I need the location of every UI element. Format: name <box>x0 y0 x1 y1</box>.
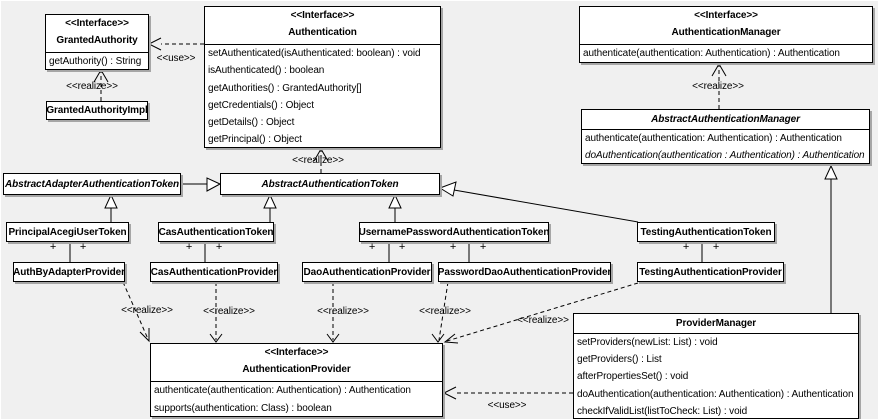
method-label: isAuthenticated() : boolean <box>208 65 325 77</box>
method-label: getAuthority() : String <box>49 56 142 67</box>
class-password-dao-authentication-provider[interactable]: PasswordDaoAuthenticationProvider <box>438 262 611 282</box>
method-label: checkIfValidList(listToCheck: List) : vo… <box>577 405 748 417</box>
class-dao-authentication-provider[interactable]: DaoAuthenticationProvider <box>302 262 432 282</box>
association-plus-marker: + <box>479 241 487 253</box>
class-name: GrantedAuthority <box>56 35 138 46</box>
class-testing-authentication-token[interactable]: TestingAuthenticationToken <box>637 222 775 242</box>
stereotype-label: <<Interface>> <box>264 347 329 358</box>
method-label: authenticate(authentication: Authenticat… <box>154 385 411 396</box>
method-label: doAuthentication(authentication: Authent… <box>577 388 854 400</box>
class-granted-authority-impl[interactable]: GrantedAuthorityImpl <box>46 101 148 120</box>
method-label: getAuthorities() : GrantedAuthority[] <box>208 82 362 94</box>
association-plus-marker: + <box>398 241 406 253</box>
class-username-password-authentication-token[interactable]: UsernamePasswordAuthenticationToken <box>359 222 549 242</box>
association-plus-marker: + <box>185 241 193 253</box>
stereotype-label: <<Interface>> <box>694 10 758 21</box>
class-abstract-authentication-manager[interactable]: AbstractAuthenticationManager authentica… <box>581 109 870 164</box>
class-name: DaoAuthenticationProvider <box>303 266 431 278</box>
edge-label-realize-authentication-manager: <<realize>> <box>692 81 744 92</box>
class-name: CasAuthenticationProvider <box>150 266 278 278</box>
association-plus-marker: + <box>449 241 457 253</box>
class-name: UsernamePasswordAuthenticationToken <box>359 226 549 238</box>
edge-label-use-authentication-provider: <<use>> <box>487 400 527 411</box>
method-label: afterPropertiesSet() : void <box>577 371 689 383</box>
association-plus-marker: + <box>79 241 87 253</box>
stereotype-label: <<Interface>> <box>65 18 129 29</box>
class-authentication[interactable]: <<Interface>> Authentication setAuthenti… <box>204 6 441 148</box>
class-name: AuthenticationProvider <box>242 364 351 375</box>
method-label: setAuthenticated(isAuthenticated: boolea… <box>208 48 421 59</box>
edge-label-use-granted-authority: <<use>> <box>156 53 196 64</box>
method-label: authenticate(authentication: Authenticat… <box>583 48 840 59</box>
class-name: Authentication <box>288 27 357 38</box>
method-label: doAuthentication(authentication : Authen… <box>585 150 865 161</box>
class-testing-authentication-provider[interactable]: TestingAuthenticationProvider <box>637 262 784 282</box>
association-plus-marker: + <box>712 241 720 253</box>
class-name: AbstractAdapterAuthenticationToken <box>4 178 180 190</box>
association-plus-marker: + <box>215 241 223 253</box>
edge-label-realize-cas: <<realize>> <box>203 306 255 317</box>
edge-label-realize-granted-authority: <<realize>> <box>66 81 118 92</box>
edge-label-realize-testing: <<realize>> <box>517 315 569 326</box>
method-label: getDetails() : Object <box>208 117 295 129</box>
class-name: AuthByAdapterProvider <box>13 266 125 278</box>
class-cas-authentication-provider[interactable]: CasAuthenticationProvider <box>150 262 278 282</box>
association-plus-marker: + <box>49 241 57 253</box>
class-name: CasAuthenticationToken <box>158 226 274 238</box>
class-name: ProviderManager <box>574 314 858 334</box>
method-label: getProviders() : List <box>577 354 662 366</box>
method-label: getPrincipal() : Object <box>208 134 302 146</box>
edge-label-realize-authentication: <<realize>> <box>292 155 344 166</box>
class-name: AbstractAuthenticationManager <box>582 110 869 130</box>
edge-label-realize-password-dao: <<realize>> <box>419 306 471 317</box>
class-name: AuthenticationManager <box>671 27 781 38</box>
class-name: TestingAuthenticationProvider <box>639 266 782 278</box>
edge-label-realize-dao: <<realize>> <box>317 306 369 317</box>
class-name: PrincipalAcegiUserToken <box>8 226 127 238</box>
class-abstract-adapter-authentication-token[interactable]: AbstractAdapterAuthenticationToken <box>3 173 181 195</box>
class-name: GrantedAuthorityImpl <box>46 105 148 116</box>
association-plus-marker: + <box>368 241 376 253</box>
method-label: authenticate(authentication: Authenticat… <box>585 133 842 144</box>
class-authentication-provider[interactable]: <<Interface>> AuthenticationProvider aut… <box>150 343 443 417</box>
class-name: TestingAuthenticationToken <box>640 226 772 238</box>
class-auth-by-adapter-provider[interactable]: AuthByAdapterProvider <box>13 262 125 282</box>
class-name: AbstractAuthenticationToken <box>261 178 399 190</box>
association-plus-marker: + <box>682 241 690 253</box>
class-abstract-authentication-token[interactable]: AbstractAuthenticationToken <box>220 173 440 195</box>
class-authentication-manager[interactable]: <<Interface>> AuthenticationManager auth… <box>579 6 873 63</box>
class-granted-authority[interactable]: <<Interface>> GrantedAuthority getAuthor… <box>45 14 149 70</box>
class-principal-acegi-user-token[interactable]: PrincipalAcegiUserToken <box>6 222 129 242</box>
edge-label-realize-auth-by-adapter: <<realize>> <box>121 305 173 316</box>
method-label: setProviders(newList: List) : void <box>577 337 718 348</box>
method-label: getCredentials() : Object <box>208 99 314 111</box>
stereotype-label: <<Interface>> <box>290 10 355 21</box>
method-label: supports(authentication: Class) : boolea… <box>154 403 332 414</box>
class-cas-authentication-token[interactable]: CasAuthenticationToken <box>158 222 274 242</box>
class-provider-manager[interactable]: ProviderManager setProviders(newList: Li… <box>573 313 859 419</box>
class-name: PasswordDaoAuthenticationProvider <box>438 266 611 278</box>
